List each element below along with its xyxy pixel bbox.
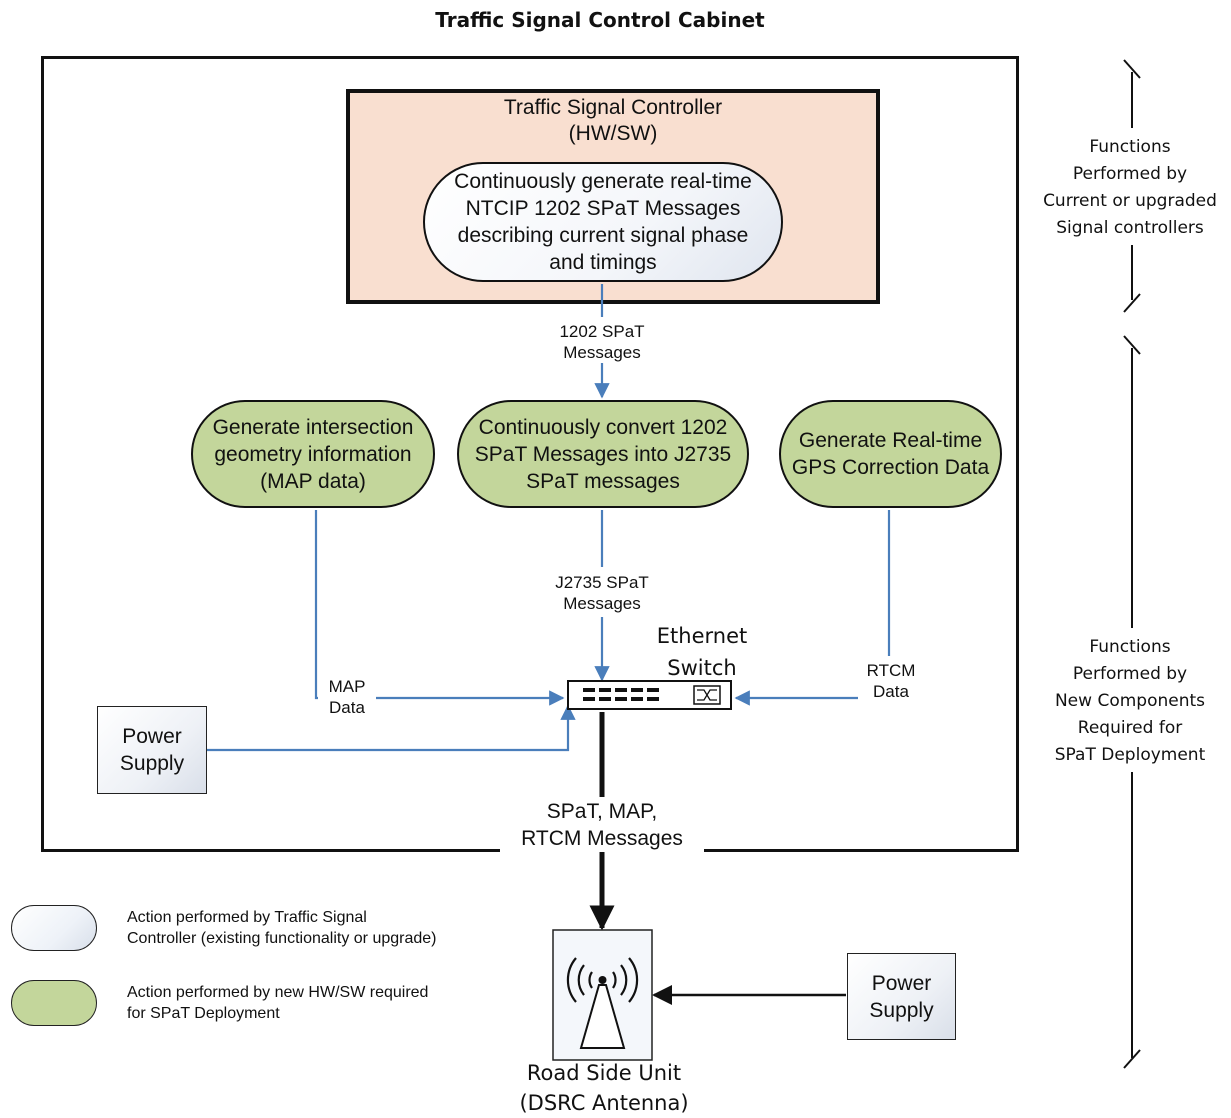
side-label-line: Performed by xyxy=(1072,164,1188,184)
road-side-unit-icon xyxy=(552,929,653,1061)
node-line: geometry information xyxy=(214,442,412,466)
flow-label-line: Data xyxy=(329,698,365,717)
side-label-line: Performed by xyxy=(1072,664,1188,684)
side-label-line: Current or upgraded xyxy=(1043,191,1217,211)
flow-label-line: RTCM xyxy=(866,661,916,680)
node-spat-convert: Continuously convert 1202 SPaT Messages … xyxy=(457,400,749,508)
node-gps-correction: Generate Real-time GPS Correction Data xyxy=(779,400,1002,508)
flow-label-line: Messages xyxy=(563,594,641,613)
node-line: SPaT Messages into J2735 xyxy=(474,442,732,466)
controller-title-line: (HW/SW) xyxy=(568,122,658,145)
side-label-line: Functions xyxy=(1089,637,1171,657)
side-bracket-top xyxy=(1123,59,1141,313)
legend-line: for SPaT Deployment xyxy=(127,1005,280,1022)
side-bracket-bottom xyxy=(1123,335,1141,1069)
node-line: NTCIP 1202 SPaT Messages xyxy=(465,197,741,220)
flow-label-rtcm-data: RTCM Data xyxy=(858,660,924,702)
legend-swatch-existing xyxy=(11,905,97,951)
node-line: and timings xyxy=(549,251,657,274)
legend-line: Action performed by Traffic Signal xyxy=(127,909,367,926)
road-side-unit-label-line: Road Side Unit xyxy=(526,1061,682,1085)
node-line: describing current signal phase xyxy=(457,224,749,247)
power-supply-line: Supply xyxy=(869,998,934,1022)
controller-title-line: Traffic Signal Controller xyxy=(503,96,723,119)
power-supply-line: Power xyxy=(122,725,182,748)
flow-label-line: RTCM Messages xyxy=(521,827,683,850)
ethernet-switch-icon xyxy=(567,680,732,710)
node-line: SPaT messages xyxy=(526,469,680,493)
road-side-unit-label-line: (DSRC Antenna) xyxy=(519,1091,689,1115)
side-label-new-components: Functions Performed by New Components Re… xyxy=(1030,634,1230,769)
ethernet-switch-label-line: Switch xyxy=(667,656,737,680)
legend-swatch-new xyxy=(11,980,97,1026)
side-label-line: Functions xyxy=(1089,137,1171,157)
side-label-line: Signal controllers xyxy=(1056,218,1204,238)
power-supply-line: Power xyxy=(871,971,932,995)
connector-map xyxy=(314,510,565,706)
power-supply-cabinet: Power Supply xyxy=(97,706,207,794)
side-label-line: SPaT Deployment xyxy=(1054,745,1206,765)
side-label-line: New Components xyxy=(1054,691,1206,711)
flow-label-map-data: MAP Data xyxy=(318,676,376,718)
node-line: Generate intersection xyxy=(212,415,414,439)
node-line: GPS Correction Data xyxy=(791,456,990,479)
side-label-current-controllers: Functions Performed by Current or upgrad… xyxy=(1030,134,1230,242)
power-supply-rsu: Power Supply xyxy=(847,953,956,1040)
flow-label-j2735-spat: J2735 SPaT Messages xyxy=(536,572,668,614)
cabinet-title: Traffic Signal Control Cabinet xyxy=(435,8,765,32)
ethernet-switch-label: Ethernet Switch xyxy=(642,620,762,684)
node-spat-generate: Continuously generate real-time NTCIP 12… xyxy=(423,162,783,282)
power-supply-line: Supply xyxy=(119,752,185,775)
flow-label-1202-spat: 1202 SPaT Messages xyxy=(540,321,664,363)
node-line: Continuously generate real-time xyxy=(454,170,752,193)
flow-label-line: J2735 SPaT xyxy=(555,573,649,592)
legend-line: Action performed by new HW/SW required xyxy=(127,984,429,1001)
flow-label-outbound: SPaT, MAP, RTCM Messages xyxy=(500,798,704,852)
connector-power-cabinet xyxy=(205,704,576,752)
ethernet-switch-label-line: Ethernet xyxy=(656,624,748,648)
legend-text-new: Action performed by new HW/SW required f… xyxy=(127,982,547,1024)
node-line: Continuously convert 1202 xyxy=(478,415,728,439)
legend-text-existing: Action performed by Traffic Signal Contr… xyxy=(127,907,547,949)
flow-label-line: Data xyxy=(873,682,909,701)
node-map-generate: Generate intersection geometry informati… xyxy=(191,400,435,508)
flow-label-line: MAP xyxy=(328,677,366,696)
road-side-unit-label: Road Side Unit (DSRC Antenna) xyxy=(500,1058,708,1118)
side-label-line: Required for xyxy=(1077,718,1183,738)
flow-label-line: Messages xyxy=(563,343,641,362)
controller-title: Traffic Signal Controller (HW/SW) xyxy=(346,95,880,147)
legend-line: Controller (existing functionality or up… xyxy=(127,930,437,947)
flow-label-line: 1202 SPaT xyxy=(559,322,645,341)
node-line: (MAP data) xyxy=(260,469,366,493)
flow-label-line: SPaT, MAP, xyxy=(546,800,658,823)
node-line: Generate Real-time xyxy=(798,429,983,452)
